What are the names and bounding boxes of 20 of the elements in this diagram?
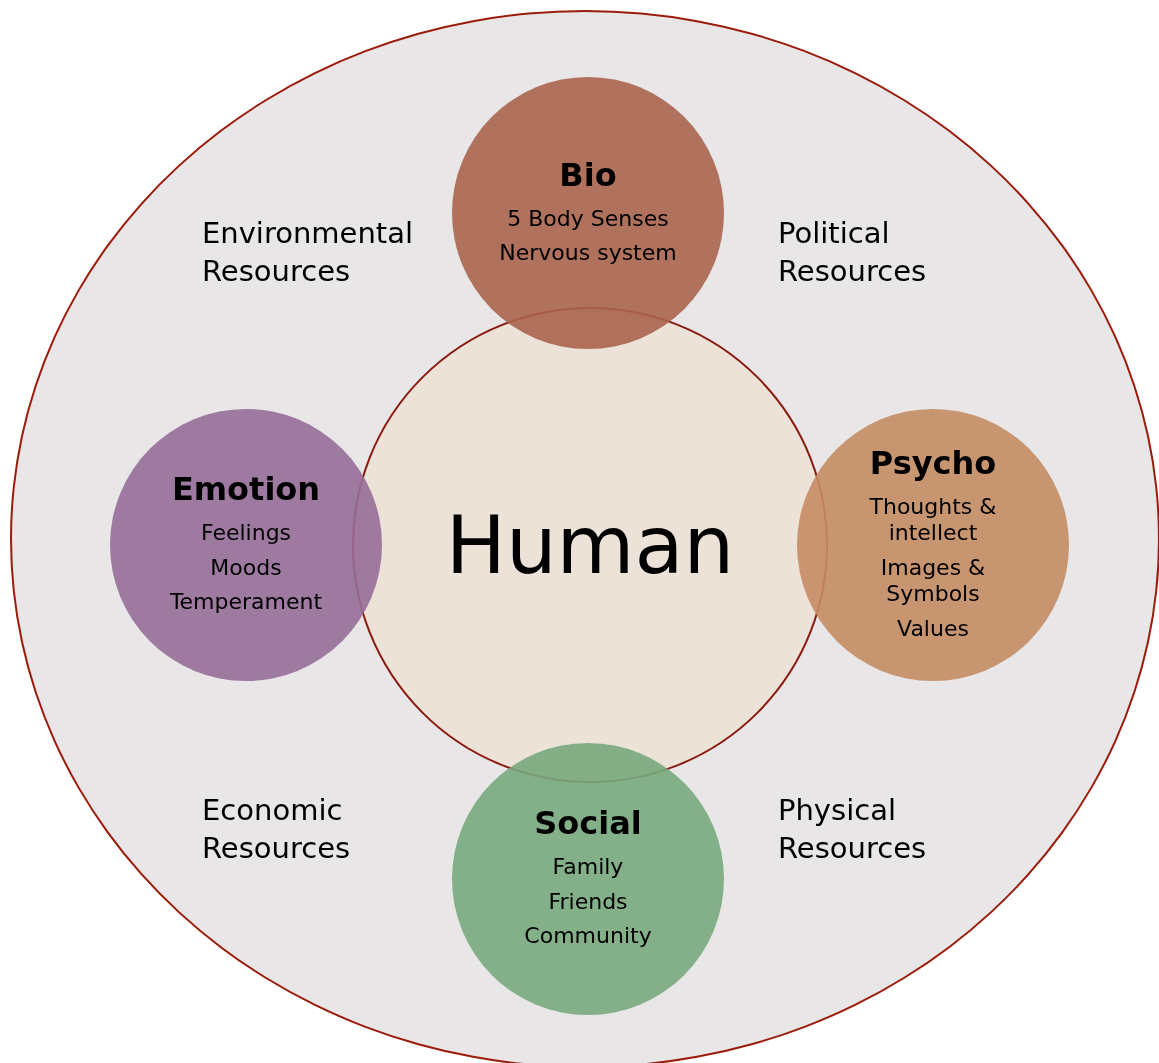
resource-label: Physical Resources	[778, 792, 928, 867]
circle-text: Thoughts & intellect	[868, 494, 998, 547]
circle-text: Feelings	[200, 520, 292, 547]
circle-text: Images & Symbols	[879, 554, 987, 608]
circle-text: Friends	[548, 888, 628, 916]
circle-heading: Bio	[559, 155, 617, 194]
resource-label: Environmental Resources	[202, 215, 414, 290]
circle-heading: Emotion	[171, 470, 321, 509]
circle-text: 5 Body Senses	[507, 205, 669, 232]
circle-text: Moods	[210, 554, 282, 582]
circle-text: Community	[524, 923, 652, 950]
circle-text: Values	[897, 615, 969, 642]
resource-label: Political Resources	[778, 215, 928, 290]
circle-heading: Psycho	[869, 444, 997, 482]
center-title: Human	[445, 498, 735, 592]
resource-label: Economic Resources	[202, 792, 352, 867]
circle-text: Temperament	[169, 589, 323, 616]
circle-text: Family	[552, 854, 624, 881]
circle-heading: Social	[534, 804, 642, 843]
circle-text: Nervous system	[499, 240, 677, 267]
